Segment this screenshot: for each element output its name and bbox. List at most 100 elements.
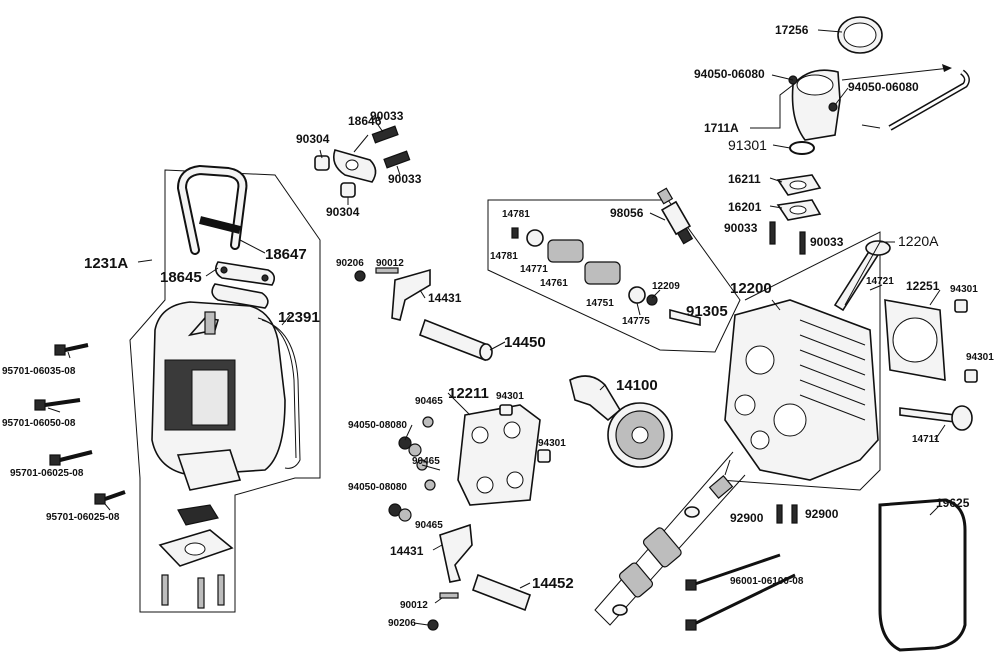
intake-clamp-17256 xyxy=(837,16,883,54)
cylinder-head-gasket-12251 xyxy=(884,299,946,381)
label-90206-a: 90206 xyxy=(336,258,364,269)
dowel-94301-r1 xyxy=(954,299,968,313)
label-95701-06035-08: 95701-06035-08 xyxy=(2,366,76,377)
rocker-shaft-14450 xyxy=(418,318,493,362)
dowel-pins-92900 xyxy=(776,504,798,524)
dowel-pins-90304 xyxy=(314,155,356,198)
label-12251: 12251 xyxy=(906,279,940,293)
cylinder-head-cover xyxy=(151,301,301,491)
label-12391: 12391 xyxy=(278,309,320,326)
part-labels: 17256 94050-06080 94050-06080 1711A 9130… xyxy=(2,23,994,629)
cylinder-head-12200 xyxy=(724,299,879,481)
label-90465-b: 90465 xyxy=(412,456,440,467)
label-14711: 14711 xyxy=(912,434,940,445)
adjust-screw-90012-upper xyxy=(375,267,399,274)
label-1711A: 1711A xyxy=(704,121,739,135)
label-90304-b: 90304 xyxy=(326,205,360,219)
long-bolts-96001 xyxy=(685,553,796,631)
label-14771: 14771 xyxy=(520,264,548,275)
leader-lines xyxy=(47,29,946,626)
label-18645: 18645 xyxy=(160,269,202,286)
vacuum-hose xyxy=(841,64,970,131)
label-12200: 12200 xyxy=(730,280,772,297)
valve-cotters-springs xyxy=(511,227,701,327)
intake-manifold-1711A xyxy=(788,69,841,141)
label-18647: 18647 xyxy=(265,246,307,263)
valve-spring-stack-lower xyxy=(612,475,734,616)
camshaft-14100 xyxy=(569,375,673,468)
label-14100: 14100 xyxy=(616,377,658,394)
label-14761: 14761 xyxy=(540,278,568,289)
spark-plug-98056 xyxy=(656,187,694,245)
label-12209: 12209 xyxy=(652,281,680,292)
label-12211: 12211 xyxy=(448,385,489,402)
label-95701-06025-08-b: 95701-06025-08 xyxy=(46,512,120,523)
label-94301-c: 94301 xyxy=(496,391,524,402)
camshaft-holder-12211 xyxy=(457,404,541,506)
label-16211: 16211 xyxy=(728,172,761,186)
label-94050-06080-b: 94050-06080 xyxy=(848,80,919,94)
label-94301-d: 94301 xyxy=(538,438,566,449)
gasket-plate-18646 xyxy=(332,149,377,183)
label-96001-06100-08: 96001-06100-08 xyxy=(730,576,804,587)
cylinder-head-group-outline xyxy=(719,231,881,491)
label-90033-t2: 90033 xyxy=(388,172,422,186)
rocker-arm-14431-lower xyxy=(439,523,473,583)
label-14431-b: 14431 xyxy=(390,544,424,558)
label-90206-b: 90206 xyxy=(388,618,416,629)
label-14751: 14751 xyxy=(586,298,614,309)
studs-90033-intake xyxy=(769,221,806,255)
rocker-arm-14431-upper xyxy=(391,268,431,321)
label-17256: 17256 xyxy=(775,23,809,37)
adjust-screw-90012-lower xyxy=(439,592,459,599)
head-cover-gasket-19625 xyxy=(878,498,967,652)
label-90465-a: 90465 xyxy=(415,396,443,407)
nut-90206-upper xyxy=(354,270,366,282)
label-18646: 18646 xyxy=(348,114,382,128)
label-94301-r1: 94301 xyxy=(950,284,978,295)
label-14452: 14452 xyxy=(532,575,574,592)
label-94050-08080-b: 94050-08080 xyxy=(348,482,407,493)
label-92900-a: 92900 xyxy=(730,511,764,525)
dowel-94301-r2 xyxy=(964,369,978,383)
label-90012-b: 90012 xyxy=(400,600,428,611)
label-16201: 16201 xyxy=(728,200,762,214)
label-14781-a: 14781 xyxy=(502,209,530,220)
breather-plate-18645 xyxy=(211,261,276,309)
label-94050-06080-a: 94050-06080 xyxy=(694,67,765,81)
label-90033-t1: 90033 xyxy=(370,109,404,123)
label-95701-06025-08-a: 95701-06025-08 xyxy=(10,468,84,479)
label-90465-c: 90465 xyxy=(415,520,443,531)
label-94050-08080-a: 94050-08080 xyxy=(348,420,407,431)
label-91301: 91301 xyxy=(728,137,767,153)
exhaust-valve-14711 xyxy=(899,405,973,431)
rocker-shaft-14452 xyxy=(471,573,532,612)
cylinder-head-cover-group-outline xyxy=(129,169,321,613)
label-90033-r2: 90033 xyxy=(810,235,844,249)
cam-chain-tensioner-parts xyxy=(158,504,234,609)
label-14431-a: 14431 xyxy=(428,291,462,305)
stud-bolts-90033 xyxy=(371,125,411,169)
label-95701-06050-08: 95701-06050-08 xyxy=(2,418,76,429)
label-90033-r1: 90033 xyxy=(724,221,758,235)
label-90012-a: 90012 xyxy=(376,258,404,269)
label-14775: 14775 xyxy=(622,316,650,327)
breather-tube-18647 xyxy=(176,164,248,255)
label-94301-r2: 94301 xyxy=(966,352,994,363)
label-14781-b: 14781 xyxy=(490,251,518,262)
insulator-gaskets xyxy=(776,174,822,221)
label-92900-b: 92900 xyxy=(805,507,839,521)
label-91305: 91305 xyxy=(686,303,728,320)
nut-90206-lower xyxy=(427,619,439,631)
o-ring-91301 xyxy=(789,141,815,155)
label-1231A: 1231A xyxy=(84,255,128,272)
label-1220A: 1220A xyxy=(898,233,939,249)
label-14450: 14450 xyxy=(504,334,546,351)
label-14721: 14721 xyxy=(866,276,894,287)
label-19625: 19625 xyxy=(936,496,970,510)
label-98056: 98056 xyxy=(610,206,644,220)
cover-bolts-95701 xyxy=(34,343,126,505)
holder-nuts-washers xyxy=(388,404,551,522)
label-90304-a: 90304 xyxy=(296,132,330,146)
